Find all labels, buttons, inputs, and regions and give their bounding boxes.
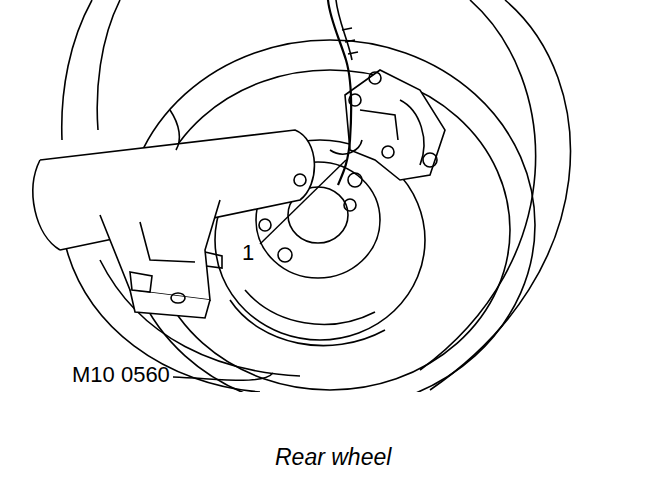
figure-caption: Rear wheel: [275, 446, 391, 469]
tyre-outline: [420, 0, 536, 370]
hose-clip: [342, 28, 358, 54]
wheel-bolt: [278, 248, 292, 262]
bracket-bolt: [205, 252, 222, 268]
axle-weld: [170, 110, 179, 150]
spring-bracket: [130, 290, 210, 318]
bolt: [369, 72, 381, 84]
wheel-bolt: [348, 173, 362, 187]
axle-tube-end: [33, 160, 60, 250]
callout-number: 1: [240, 242, 256, 264]
leader-line: [260, 160, 346, 244]
spring-bracket: [140, 222, 195, 262]
reference-line: [173, 373, 273, 380]
bracket-nut: [130, 272, 152, 292]
wheel-bolt: [344, 199, 356, 211]
wheel-bolt: [259, 219, 271, 231]
bolt: [423, 153, 437, 167]
caliper-edge: [360, 110, 398, 140]
brake-hose: [328, 0, 351, 185]
bolt: [382, 146, 394, 158]
drawing-number: M10 0560: [72, 364, 170, 386]
disc-ring: [245, 290, 375, 324]
brake-caliper: [345, 70, 445, 180]
bracket-hole: [171, 293, 185, 303]
spring-bracket: [100, 200, 220, 300]
sensor-cable: [330, 140, 362, 154]
tyre-outline: [430, 0, 570, 390]
tyre-outline: [62, 0, 92, 140]
wheel-bolt: [294, 174, 306, 186]
tyre-outline: [97, 0, 120, 130]
caliper-edge: [400, 100, 424, 165]
